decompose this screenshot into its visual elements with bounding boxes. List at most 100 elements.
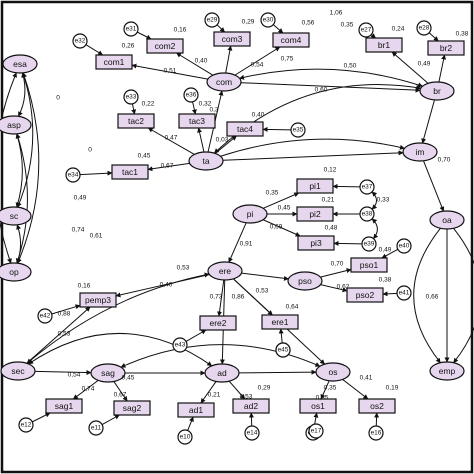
error-e10: e10 bbox=[177, 429, 193, 445]
observed-os1: os1 bbox=[299, 398, 337, 414]
coefficient-left-1: 0 bbox=[56, 95, 60, 102]
observed-ere2-shape bbox=[199, 315, 237, 331]
error-e31-shape bbox=[123, 21, 139, 37]
cov-ta-im-upper bbox=[220, 138, 405, 157]
latent-ta-shape bbox=[188, 151, 224, 171]
path-e34-tac1 bbox=[79, 170, 113, 176]
coefficient-im-oa: 0,70 bbox=[438, 157, 451, 164]
observed-os2-shape bbox=[358, 398, 396, 414]
observed-pi1-shape bbox=[296, 178, 334, 194]
latent-oa: oa bbox=[429, 210, 465, 230]
error-e16-label: e16 bbox=[371, 430, 382, 437]
path-ere-pso bbox=[241, 272, 289, 281]
path-e44-ere1 bbox=[278, 328, 284, 344]
error-e43-label: e43 bbox=[175, 342, 186, 349]
error-e42-shape bbox=[37, 308, 53, 324]
latent-sec-label: sec bbox=[11, 366, 25, 376]
coefficient-sag2: 0,45 bbox=[122, 375, 135, 382]
error-e30-shape bbox=[260, 12, 276, 28]
error-e37-label: e37 bbox=[362, 184, 373, 191]
cov-e37-e38 bbox=[371, 191, 378, 210]
path-sec-sag bbox=[34, 370, 92, 376]
coefficient-left-4: 0,74 bbox=[72, 227, 85, 234]
latent-br: br bbox=[419, 81, 455, 101]
latent-com-label: com bbox=[216, 77, 232, 87]
error-e33-label: e33 bbox=[126, 94, 137, 101]
error-e29: e29 bbox=[204, 12, 220, 28]
coefficient-pi1: 0,12 bbox=[324, 167, 337, 174]
latent-im-label: im bbox=[416, 147, 425, 157]
latent-emp-shape bbox=[429, 361, 465, 381]
latent-pi-shape bbox=[232, 204, 268, 224]
coefficient-com-br: 0,50 bbox=[344, 63, 357, 70]
error-e36: e36 bbox=[183, 87, 199, 103]
path-sag-sag2 bbox=[113, 381, 128, 402]
coefficient-ta-im: 0,60 bbox=[315, 87, 328, 94]
coefficient-ta-tac4: 0,40 bbox=[252, 112, 265, 119]
observed-ere1: ere1 bbox=[261, 314, 299, 330]
latent-ad: ad bbox=[204, 363, 240, 383]
coefficient-os-os2: 0,41 bbox=[360, 375, 373, 382]
observed-br1-label: br1 bbox=[378, 40, 391, 50]
latent-im: im bbox=[402, 142, 438, 162]
observed-tac1: tac1 bbox=[111, 164, 149, 180]
error-e33-shape bbox=[123, 89, 139, 105]
path-pso-pso1 bbox=[320, 268, 352, 278]
error-e41-label: e41 bbox=[399, 290, 410, 297]
latent-ad-label: ad bbox=[217, 368, 227, 378]
observed-pemp3-label: pemp3 bbox=[85, 295, 111, 305]
coefficient-left-5: 0,61 bbox=[90, 233, 103, 240]
path-e30-com4 bbox=[272, 24, 284, 34]
error-e28-shape bbox=[416, 20, 432, 36]
error-e31-label: e31 bbox=[126, 26, 137, 33]
path-ad-ad1 bbox=[200, 381, 217, 404]
latent-op-label: op bbox=[9, 267, 19, 277]
coefficient-ere-ere1: 0,86 bbox=[232, 294, 245, 301]
error-e39-shape bbox=[361, 236, 377, 252]
path-com-com2 bbox=[176, 52, 214, 76]
path-ta-tac2 bbox=[147, 127, 195, 155]
error-e16: e16 bbox=[368, 425, 384, 441]
observed-tac4-shape bbox=[226, 121, 264, 137]
error-e14-shape bbox=[244, 425, 260, 441]
error-e12: e12 bbox=[18, 417, 34, 433]
latent-ere-label: ere bbox=[219, 266, 232, 276]
latent-oa-label: oa bbox=[442, 215, 452, 225]
coefficient-sag1: 0,54 bbox=[68, 372, 81, 379]
latent-esa-label: esa bbox=[13, 59, 27, 69]
coefficient-tac2: 0,22 bbox=[142, 101, 155, 108]
error-e33: e33 bbox=[123, 89, 139, 105]
error-e43: e43 bbox=[172, 337, 188, 353]
path-pi-pi3 bbox=[262, 219, 301, 237]
error-e27: e27 bbox=[358, 22, 374, 38]
coefficient-oa-emp: 0,66 bbox=[426, 294, 439, 301]
observed-br2-shape bbox=[427, 40, 465, 56]
error-e27-shape bbox=[358, 22, 374, 38]
path-e37-pi1 bbox=[332, 183, 361, 189]
error-e34-shape bbox=[65, 167, 81, 183]
path-e40-pso1 bbox=[381, 248, 399, 259]
observed-ere2: ere2 bbox=[199, 315, 237, 331]
observed-os2-label: os2 bbox=[370, 401, 384, 411]
coefficient-left-2: 0 bbox=[88, 147, 92, 154]
cov-sag-os bbox=[120, 344, 321, 368]
coefficient-e37-e38: 0,33 bbox=[377, 197, 390, 204]
coefficient-pi2: 0,21 bbox=[322, 197, 335, 204]
observed-sag1-shape bbox=[45, 398, 83, 414]
error-e41-shape bbox=[396, 285, 412, 301]
coefficient-ta-tac2: 0,47 bbox=[165, 135, 178, 142]
path-ere-ere2 bbox=[217, 279, 225, 317]
coefficient-com3: 0,29 bbox=[242, 19, 255, 26]
latent-pi-label: pi bbox=[247, 209, 254, 219]
observed-ad2: ad2 bbox=[232, 398, 270, 414]
observed-os2: os2 bbox=[358, 398, 396, 414]
observed-tac3-label: tac3 bbox=[189, 116, 205, 126]
observed-com1-label: com1 bbox=[104, 57, 125, 67]
observed-pso2-label: pso2 bbox=[356, 290, 375, 300]
latent-sec: sec bbox=[0, 361, 36, 381]
error-e43-shape bbox=[172, 337, 188, 353]
path-e31-com2 bbox=[137, 31, 152, 40]
error-e41: e41 bbox=[396, 285, 412, 301]
